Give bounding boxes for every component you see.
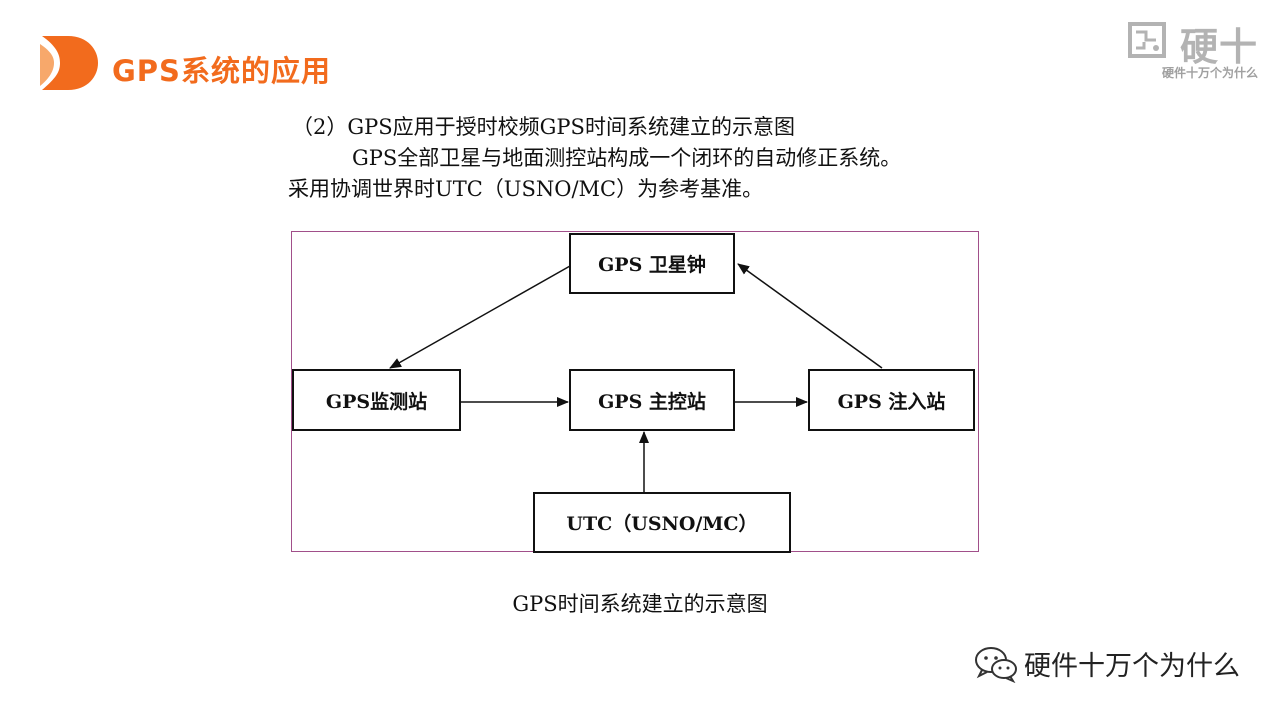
node-master-control: GPS 主控站 [569,369,735,431]
intro-line-3: 采用协调世界时UTC（USNO/MC）为参考基准。 [288,177,764,201]
page-title: GPS系统的应用 [112,54,331,88]
intro-text: （2）GPS应用于授时校频GPS时间系统建立的示意图 GPS全部卫星与地面测控站… [288,112,1048,205]
watermark-text: 硬件十万个为什么 [1024,651,1240,682]
node-injection-station: GPS 注入站 [808,369,975,431]
brand-tagline: 硬件十万个为什么 [1161,66,1258,80]
node-satellite-clock: GPS 卫星钟 [569,233,735,294]
diagram-arrows [389,263,883,493]
gps-time-system-diagram: GPS 卫星钟 GPS监测站 GPS 主控站 GPS 注入站 UTC（USNO/… [291,231,979,553]
wechat-icon [975,646,1017,683]
watermark: 硬件十万个为什么 [974,644,1240,683]
intro-line-2: GPS全部卫星与地面测控站构成一个闭环的自动修正系统。 [352,146,902,170]
arrow-satellite-to-monitor [389,265,571,369]
arrow-injection-to-satellite [737,263,883,369]
brand-name: 硬十 [1179,25,1258,69]
brand-logo: 硬十 硬件十万个为什么 [1126,16,1258,86]
chip-icon [1128,22,1166,58]
intro-line-1: （2）GPS应用于授时校频GPS时间系统建立的示意图 [292,115,795,139]
diagram-caption: GPS时间系统建立的示意图 [512,592,768,616]
node-monitor-station: GPS监测站 [292,369,461,431]
node-utc: UTC（USNO/MC） [533,492,791,553]
logo-mark-icon [40,36,98,90]
